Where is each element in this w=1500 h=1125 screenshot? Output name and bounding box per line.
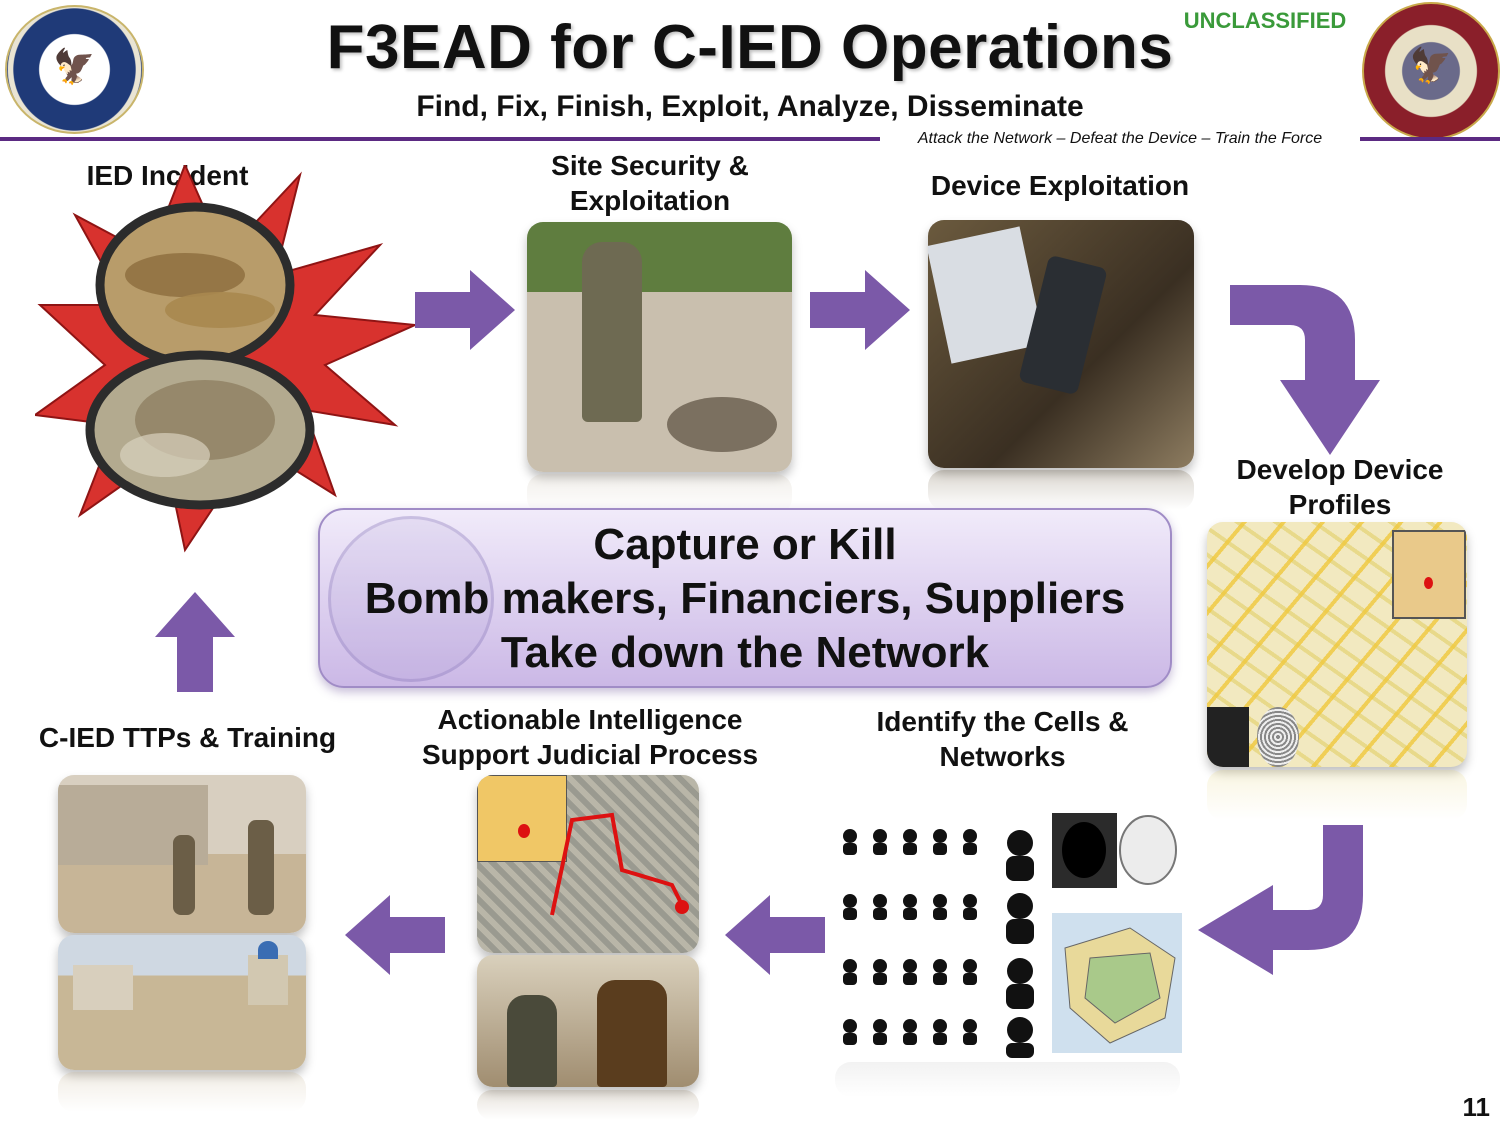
slide-number: 11	[1462, 1092, 1491, 1122]
classification-banner: UNCLASSIFIED	[1183, 8, 1347, 33]
step-ttps-training-label: C-IED TTPs & Training	[38, 722, 337, 753]
center-line-1: Capture or Kill	[593, 520, 897, 569]
fingerprint-icon	[1119, 815, 1177, 885]
courtroom-photo	[477, 955, 699, 1087]
flow-arrow-right-1	[415, 270, 515, 350]
device-profiles-map	[1207, 522, 1467, 767]
map-inset	[1392, 530, 1466, 619]
dod-seal-icon: 🦅	[5, 5, 144, 134]
header-divider	[0, 137, 1500, 141]
step-actionable-intel-label: Actionable Intelligence Support Judicial…	[405, 702, 775, 772]
eagle-icon: 🦅	[53, 48, 96, 86]
center-line-3: Take down the Network	[500, 628, 990, 677]
site-security-label-line1: Site Security &	[551, 150, 749, 181]
network-chart-graphic	[830, 808, 1185, 1058]
building-shape	[73, 965, 133, 1010]
site-security-photo	[527, 222, 792, 472]
develop-profiles-label-line2: Profiles	[1288, 489, 1392, 520]
watermark-seal-icon	[328, 516, 494, 682]
ied-incident-graphic	[35, 165, 415, 553]
flow-arrow-curve-left	[1198, 825, 1363, 975]
step-develop-profiles-label: Develop Device Profiles	[1205, 452, 1475, 522]
face-profile-photo	[1207, 707, 1249, 767]
person-silhouette-icons	[843, 829, 1034, 1058]
satellite-route-map	[477, 775, 699, 953]
training-reflection	[58, 1072, 306, 1112]
eagle-icon: 🦅	[1409, 47, 1453, 85]
site-security-reflection	[527, 474, 792, 514]
step-device-exploitation-label: Device Exploitation	[930, 170, 1190, 201]
soldier-figure	[173, 835, 195, 915]
judge-figure	[597, 980, 667, 1087]
flow-arrow-left-1	[725, 895, 825, 975]
training-patrol-photo	[58, 775, 306, 933]
network-chart-reflection	[835, 1062, 1180, 1097]
device-exploitation-photo	[928, 220, 1194, 468]
location-marker-icon	[1424, 577, 1433, 589]
flow-arrow-up	[155, 592, 235, 692]
fingerprint-icon	[1257, 707, 1299, 767]
training-village-photo	[58, 935, 306, 1070]
center-line-2: Bomb makers, Financiers, Suppliers	[364, 574, 1126, 623]
jieddo-seal-icon: 🦅	[1362, 2, 1500, 140]
soldier-figure	[582, 242, 642, 422]
identify-label-line1: Identify the Cells &	[876, 706, 1129, 737]
page-subtitle: Find, Fix, Finish, Exploit, Analyze, Dis…	[416, 90, 1084, 123]
dome-shape	[258, 941, 278, 959]
page-title: F3EAD for C-IED Operations	[326, 13, 1174, 82]
building-shape	[248, 955, 288, 1005]
center-message-box: Capture or Kill Bomb makers, Financiers,…	[318, 508, 1172, 688]
courtroom-reflection	[477, 1090, 699, 1120]
step-site-security-label: Site Security & Exploitation	[505, 148, 795, 218]
soldier-figure	[248, 820, 274, 915]
tagline: Attack the Network – Defeat the Device –…	[880, 130, 1360, 148]
flow-arrow-right-2	[810, 270, 910, 350]
flow-arrow-curve-down	[1230, 285, 1380, 455]
device-profiles-reflection	[1207, 770, 1467, 820]
route-line	[550, 812, 689, 916]
device-exploitation-reflection	[928, 470, 1194, 510]
actionable-label-line2: Support Judicial Process	[421, 739, 759, 770]
identify-label-line2: Networks	[939, 741, 1066, 772]
location-marker-icon	[518, 824, 530, 838]
site-security-label-line2: Exploitation	[569, 185, 731, 216]
develop-profiles-label-line1: Develop Device	[1236, 454, 1444, 485]
map-inset	[477, 775, 567, 862]
step-ied-incident-label: IED Incident	[86, 160, 249, 191]
officer-figure	[507, 995, 557, 1087]
crater-shape	[667, 397, 777, 452]
step-identify-cells-label: Identify the Cells & Networks	[850, 704, 1155, 774]
phone-device-icon	[1018, 254, 1108, 396]
actionable-label-line1: Actionable Intelligence	[437, 704, 743, 735]
flow-arrow-left-2	[345, 895, 445, 975]
